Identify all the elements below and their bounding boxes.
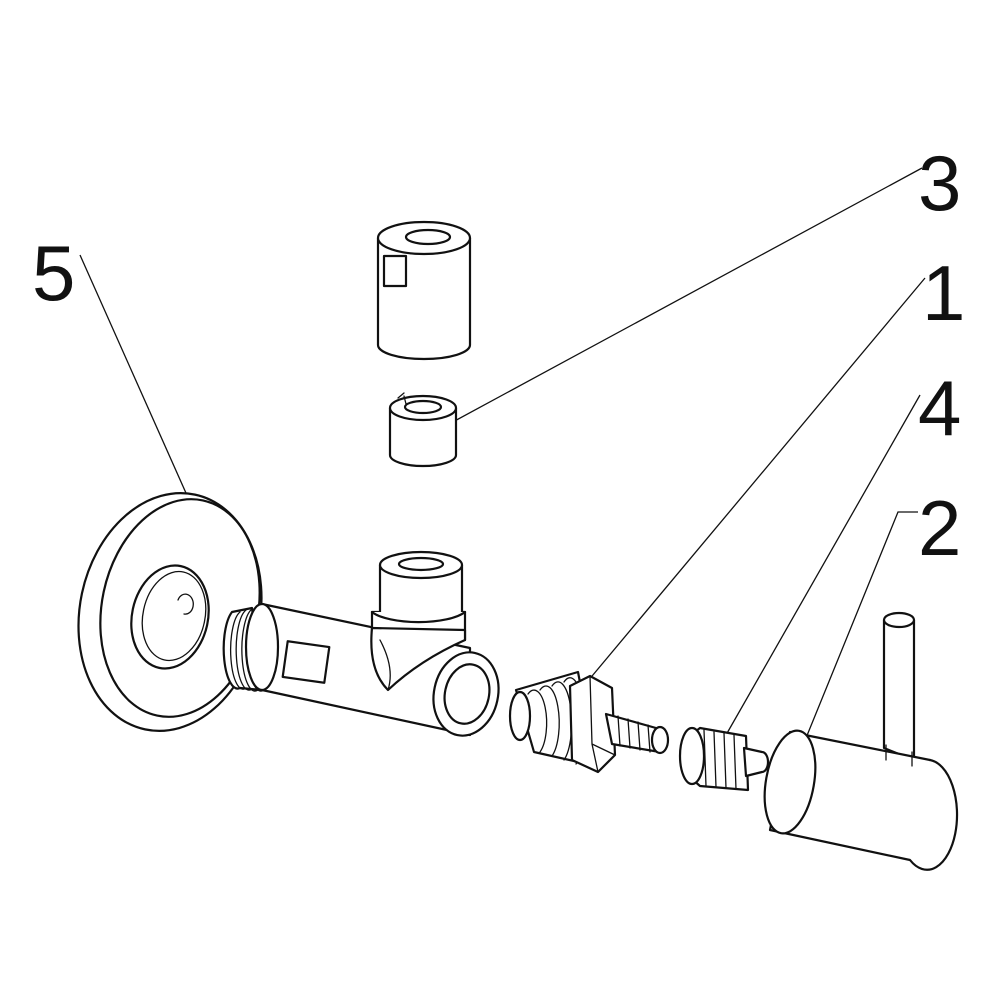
- valve-body: [222, 550, 500, 737]
- part-3-compression-ring: [388, 392, 458, 468]
- callout-label-5: 5: [32, 229, 75, 317]
- part-2-lever-handle: [763, 611, 959, 871]
- leader-line-4: [721, 394, 921, 743]
- part-1-valve-cartridge: [508, 670, 670, 774]
- callout-label-3: 3: [918, 139, 961, 227]
- sleeve-cap: [376, 220, 472, 361]
- part-4-spline-adapter: [678, 726, 770, 792]
- callout-label-2: 2: [918, 484, 961, 572]
- leader-line-5: [79, 254, 199, 521]
- callout-label-4: 4: [918, 364, 961, 452]
- leader-line-1: [571, 277, 926, 701]
- leader-line-2: [794, 511, 918, 766]
- part-5-wall-rosette: [77, 492, 263, 732]
- leader-line-3: [437, 167, 923, 431]
- callout-label-1: 1: [922, 249, 965, 337]
